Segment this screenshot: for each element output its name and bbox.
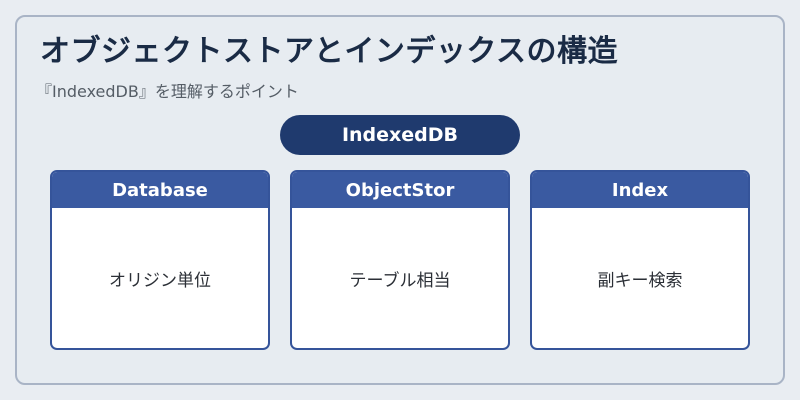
card-body-text: 副キー検索 — [597, 270, 683, 291]
card-database: Database オリジン単位 — [50, 170, 270, 350]
card-header-label: ObjectStor — [345, 179, 455, 201]
card-body-text: テーブル相当 — [349, 270, 451, 291]
card-header: Database — [52, 172, 268, 208]
card-header-label: Index — [611, 179, 669, 201]
card-header: ObjectStor — [292, 172, 508, 208]
card-index: Index 副キー検索 — [530, 170, 750, 350]
root-node-indexeddb: IndexedDB — [280, 115, 520, 155]
card-body-text: オリジン単位 — [109, 270, 211, 291]
card-header: Index — [532, 172, 748, 208]
card-body: オリジン単位 — [52, 208, 268, 348]
card-objectstore: ObjectStor テーブル相当 — [290, 170, 510, 350]
card-body: 副キー検索 — [532, 208, 748, 348]
diagram-title: オブジェクトストアとインデックスの構造 — [40, 34, 618, 69]
card-header-label: Database — [112, 179, 208, 201]
diagram-subtitle: 『IndexedDB』を理解するポイント — [36, 82, 299, 101]
root-node-label: IndexedDB — [341, 124, 459, 146]
card-body: テーブル相当 — [292, 208, 508, 348]
